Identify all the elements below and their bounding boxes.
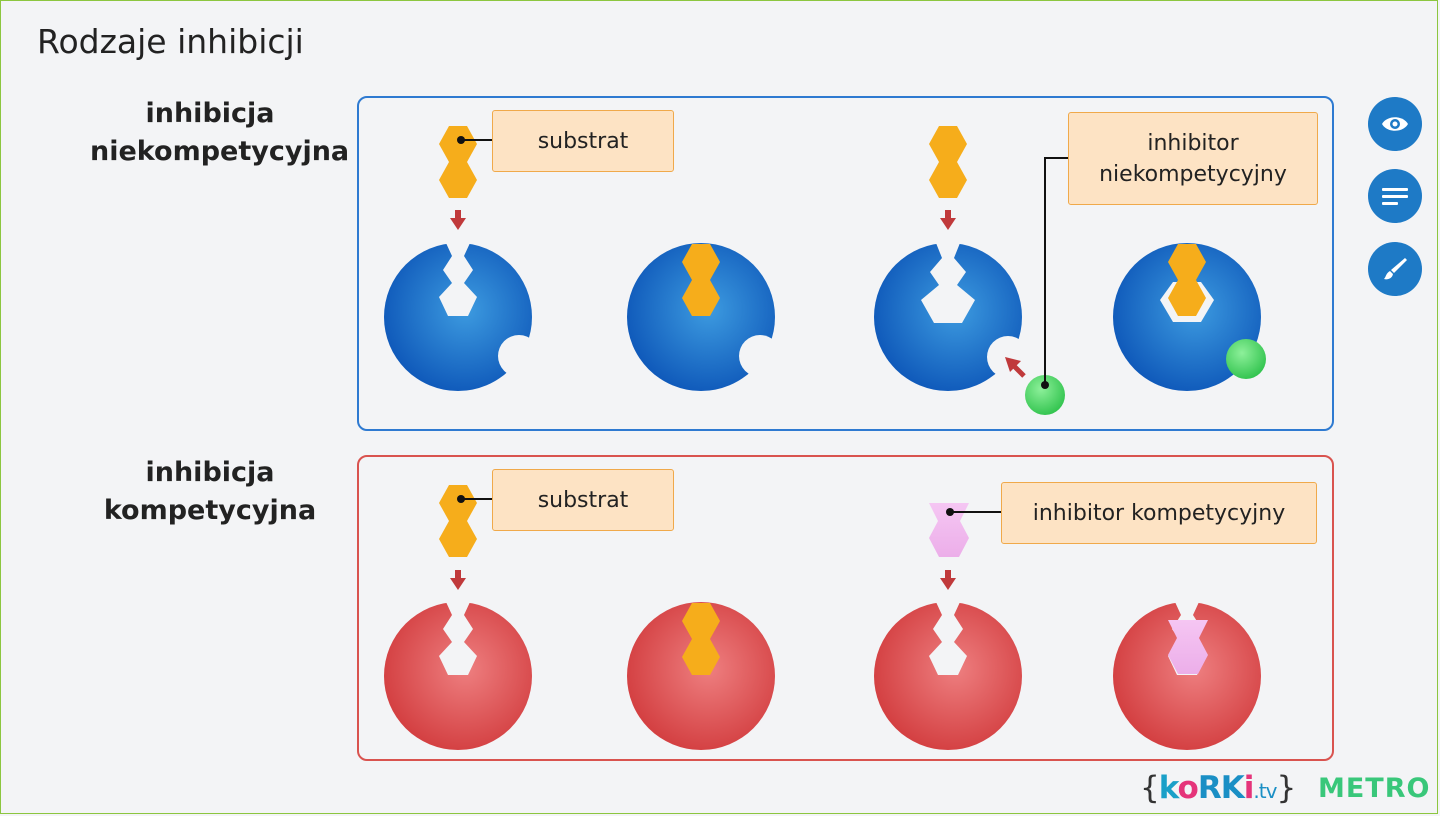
diagonal-arrow-icon xyxy=(1005,357,1026,378)
competitive-inhibitor-callout: inhibitor kompetycyjny xyxy=(1001,482,1317,544)
callout-leader-line xyxy=(946,508,1002,516)
callout-leader-line xyxy=(1041,157,1069,389)
enzyme-red-4 xyxy=(1113,602,1261,750)
substrate-callout: substrat xyxy=(492,469,674,531)
substrate-label: substrat xyxy=(537,487,629,513)
section-label-line1: inhibicja xyxy=(145,98,275,129)
down-arrow-icon xyxy=(450,570,466,590)
section-label-noncompetitive: inhibicja niekompetycyjna xyxy=(90,95,350,171)
competitive-inhibitor xyxy=(929,503,969,557)
substrate-callout: substrat xyxy=(492,110,674,172)
page-title: Rodzaje inhibicji xyxy=(37,22,304,61)
inhibitor-label: inhibitor kompetycyjny xyxy=(1032,500,1286,526)
enzyme-red-2 xyxy=(627,602,775,750)
korki-logo: {koRKi.tv} xyxy=(1140,770,1296,806)
inhibitor-label-line2: niekompetycyjny xyxy=(1099,161,1287,187)
section-label-line2: kompetycyjna xyxy=(103,495,317,526)
brush-button[interactable] xyxy=(1368,242,1422,296)
callout-leader-line xyxy=(457,495,493,503)
eye-button[interactable] xyxy=(1368,97,1422,151)
enzyme-blue-2 xyxy=(627,243,781,391)
callout-leader-line xyxy=(457,136,493,144)
enzyme-blue-3 xyxy=(874,243,1029,391)
text-button[interactable] xyxy=(1368,169,1422,223)
brush-icon xyxy=(1384,258,1407,280)
enzyme-blue-1 xyxy=(384,243,540,391)
down-arrow-icon xyxy=(940,210,956,230)
down-arrow-icon xyxy=(450,210,466,230)
substrate-molecule xyxy=(929,126,967,198)
text-lines-icon xyxy=(1382,188,1408,205)
noncompetitive-inhibitor-callout: inhibitor niekompetycyjny xyxy=(1068,112,1318,205)
section-label-line2: niekompetycyjna xyxy=(90,136,350,167)
metro-logo: METRO xyxy=(1318,773,1431,804)
down-arrow-icon xyxy=(940,570,956,590)
noncompetitive-inhibitor xyxy=(1025,375,1065,415)
eye-icon xyxy=(1382,117,1408,131)
substrate-molecule xyxy=(439,126,477,198)
enzyme-red-1 xyxy=(384,602,532,750)
substrate-molecule xyxy=(439,485,477,557)
enzyme-blue-4 xyxy=(1113,243,1266,391)
enzyme-red-3 xyxy=(874,602,1022,750)
section-label-competitive: inhibicja kompetycyjna xyxy=(90,454,330,530)
substrate-label: substrat xyxy=(537,128,629,154)
section-label-line1: inhibicja xyxy=(145,457,275,488)
inhibitor-label-line1: inhibitor xyxy=(1147,130,1239,156)
